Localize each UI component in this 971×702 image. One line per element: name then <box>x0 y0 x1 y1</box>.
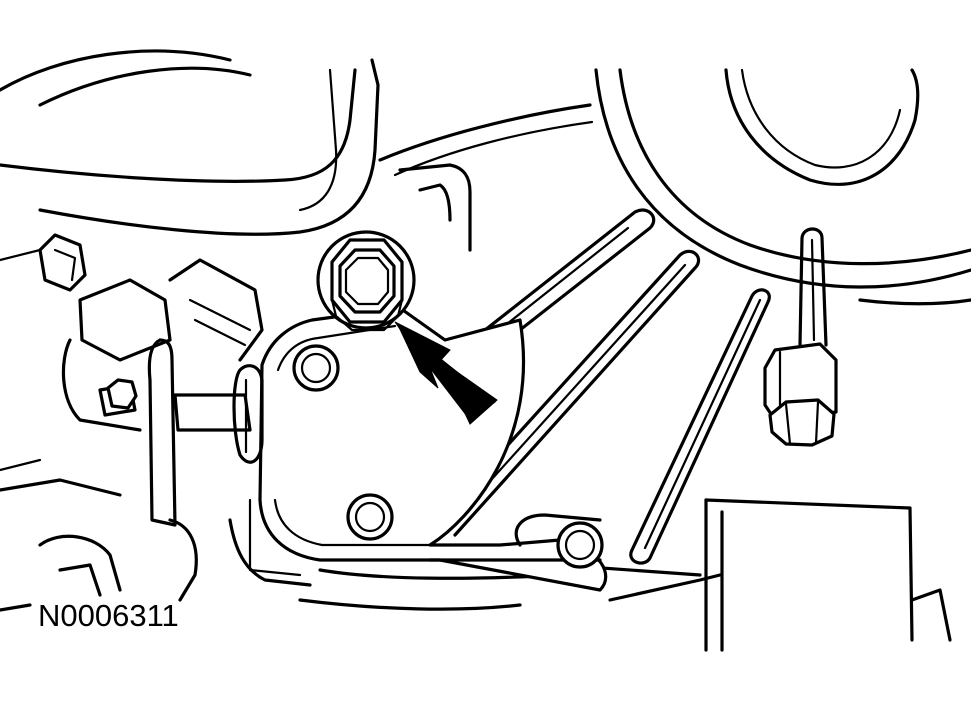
hex-bolt-icon <box>316 230 416 332</box>
bracket-bolt-right <box>556 521 604 569</box>
bracket-bolt-upper <box>292 344 340 392</box>
figure-id-label: N0006311 <box>38 598 179 633</box>
left-bolt <box>106 378 138 410</box>
upper-housing <box>0 49 380 236</box>
lower-right-component <box>704 498 952 652</box>
arrow-icon <box>394 321 498 425</box>
round-housing <box>594 68 971 306</box>
sensor-probe <box>763 227 838 447</box>
bracket-bolt-lower <box>346 493 394 541</box>
left-assembly <box>0 233 264 612</box>
